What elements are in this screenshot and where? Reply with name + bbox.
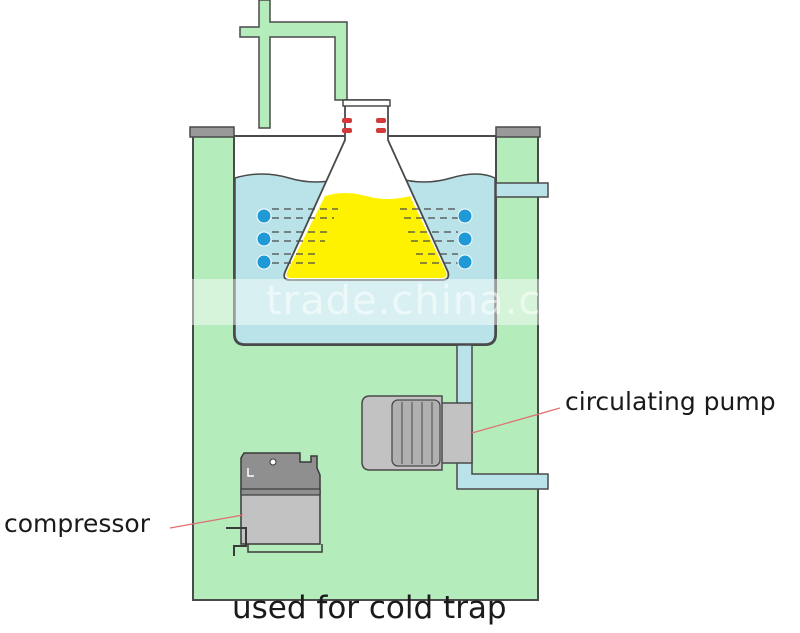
coil-bubble-icon (256, 208, 473, 270)
watermark-text: trade.china.cn (266, 278, 568, 324)
seal-ring (376, 128, 386, 133)
pump-motor-icon (361, 395, 473, 471)
flask-liquid (286, 193, 447, 278)
diagram-caption: used for cold trap (232, 590, 507, 626)
vacuum-pipe (239, 0, 348, 129)
lid-right (495, 126, 541, 138)
compressor-leader-line (169, 514, 244, 529)
circulating-pump-label: circulating pump (565, 387, 776, 416)
seal-ring (342, 118, 352, 123)
cooling-coil-lines (272, 208, 458, 264)
seal-ring (342, 128, 352, 133)
watermark-band (185, 279, 545, 325)
lid-left (189, 126, 235, 138)
compressor-label: compressor (4, 509, 150, 538)
pump-leader-line (471, 407, 561, 434)
circulation-pipe (456, 344, 549, 490)
compressor-icon (226, 452, 323, 556)
flask-icon (283, 99, 450, 281)
seal-ring (376, 118, 386, 123)
outlet-pipe-top (495, 182, 549, 198)
